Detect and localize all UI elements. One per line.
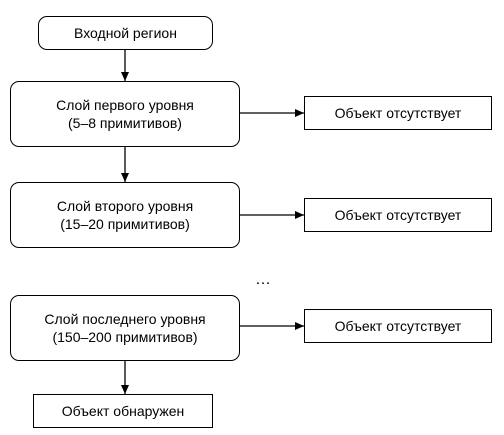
stage-1-result-label: Объект отсутствует [334, 105, 462, 121]
stage-last-result-label: Объект отсутствует [334, 318, 462, 334]
continuation-ellipsis: … [255, 271, 274, 288]
stage-last-result-box: Объект отсутствует [304, 309, 492, 343]
output-label: Объект обнаружен [61, 403, 185, 419]
output-box: Объект обнаружен [33, 394, 213, 428]
stage-1-box: Слой первого уровня (5–8 примитивов) [10, 81, 240, 147]
stage-1-result-box: Объект отсутствует [304, 96, 492, 130]
input-region-label: Входной регион [74, 25, 177, 41]
stage-last-box: Слой последнего уровня (150–200 примитив… [10, 295, 240, 361]
stage-1-detail: (5–8 примитивов) [68, 115, 182, 131]
stage-2-box: Слой второго уровня (15–20 примитивов) [10, 182, 240, 248]
stage-2-detail: (15–20 примитивов) [60, 216, 190, 232]
stage-2-title: Слой второго уровня [56, 198, 194, 214]
stage-1-title: Слой первого уровня [56, 97, 194, 113]
stage-last-title: Слой последнего уровня [44, 311, 206, 327]
stage-2-result-label: Объект отсутствует [334, 207, 462, 223]
stage-2-result-box: Объект отсутствует [304, 198, 492, 232]
stage-last-detail: (150–200 примитивов) [52, 329, 198, 345]
input-region-box: Входной регион [38, 16, 213, 50]
